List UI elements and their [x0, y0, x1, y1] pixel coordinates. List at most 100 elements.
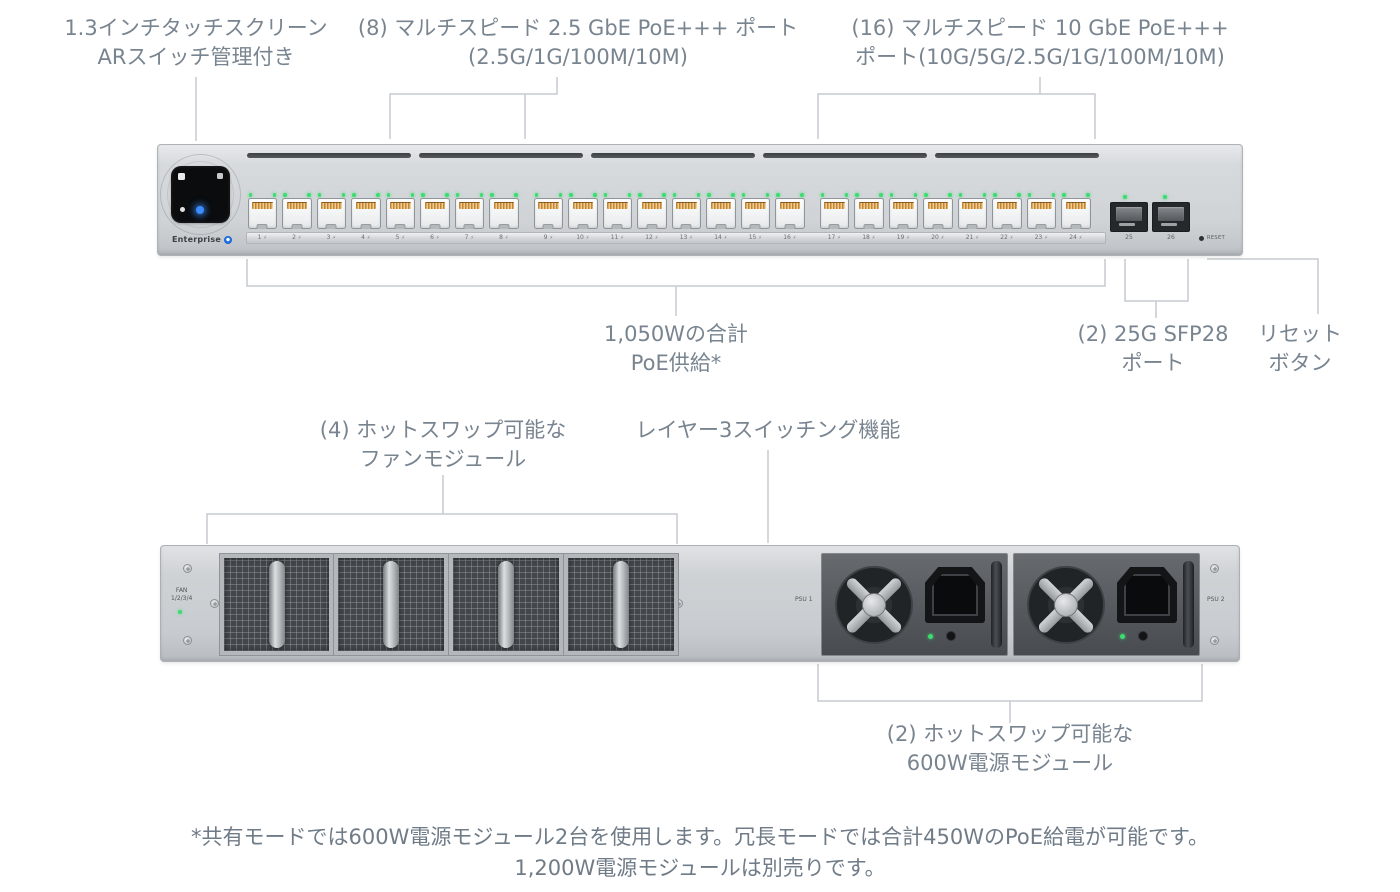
- rj45-jack: [385, 198, 415, 229]
- rj45-jack: [420, 198, 450, 229]
- label-16-ports-line1: (16) マルチスピード 10 GbE PoE+++: [851, 16, 1229, 40]
- rj45-contacts: [459, 201, 480, 209]
- label-touchscreen-line1: 1.3インチタッチスクリーン: [64, 16, 328, 40]
- screw-icon: [183, 636, 192, 645]
- port-led: [1062, 193, 1066, 197]
- port-led: [272, 193, 276, 197]
- rj45-clip-slot: [498, 224, 510, 229]
- rj45-jack: [533, 198, 563, 229]
- port-number-label: 8 ⚡: [499, 234, 509, 241]
- rj45-port-22: 22 ⚡: [991, 192, 1024, 242]
- rj45-port-10: 10 ⚡: [567, 192, 600, 242]
- port-link-leds: [922, 192, 955, 198]
- sfp28-block: 25 26: [1110, 194, 1190, 241]
- port-link-leds: [453, 192, 486, 198]
- port-link-leds: [350, 192, 383, 198]
- iec-inlet-socket: [932, 574, 978, 616]
- screen-status-led: [196, 206, 204, 214]
- fan-modules-row: [219, 553, 679, 656]
- poe-mark-icon: ⚡: [975, 235, 979, 241]
- rj45-contacts: [824, 201, 845, 209]
- rj45-contacts: [927, 201, 948, 209]
- rj45-clip-slot: [577, 224, 589, 229]
- sfp28-port-25: [1110, 202, 1148, 232]
- fan-status-led: [178, 610, 182, 614]
- port-led: [982, 193, 986, 197]
- fan-mesh-grille: [453, 558, 559, 651]
- rj45-port-19: 19 ⚡: [887, 192, 920, 242]
- sfp-led: [1163, 195, 1167, 199]
- port-led: [514, 193, 518, 197]
- sfp-number-26: 26: [1167, 234, 1175, 241]
- port-led: [948, 193, 952, 197]
- rj45-jack: [888, 198, 918, 229]
- poe-mark-icon: ⚡: [1078, 235, 1083, 241]
- touchscreen-display: [171, 166, 230, 223]
- rj45-clip-slot: [715, 224, 727, 229]
- rj45-port-14: 14 ⚡: [705, 192, 738, 242]
- psu-fan-icon: [1027, 566, 1105, 644]
- port-led: [593, 193, 597, 197]
- vent-slot: [419, 153, 583, 158]
- callout-line-sfp28: [1124, 259, 1189, 318]
- rj45-contacts: [996, 201, 1017, 209]
- rj45-port-2: 2 ⚡: [281, 192, 314, 242]
- label-touchscreen: 1.3インチタッチスクリーン ARスイッチ管理付き: [64, 14, 327, 72]
- port-led: [455, 193, 459, 197]
- label-reset-line1: リセット: [1258, 322, 1342, 346]
- port-link-leds: [670, 192, 703, 198]
- poe-mark-icon: ⚡: [620, 235, 624, 241]
- port-number-label: 13 ⚡: [679, 234, 693, 241]
- psu-module-2: [1013, 553, 1200, 656]
- sfp-led: [1123, 195, 1127, 199]
- label-16-ports-line2: ポート(10G/5G/2.5G/1G/100M/10M): [855, 45, 1225, 69]
- port-group-3: 17 ⚡18 ⚡19 ⚡20 ⚡21 ⚡22 ⚡23 ⚡24 ⚡: [818, 192, 1092, 242]
- rj45-clip-slot: [646, 224, 658, 229]
- port-led: [855, 193, 859, 197]
- rj45-port-17: 17 ⚡: [818, 192, 851, 242]
- port-led: [707, 193, 711, 197]
- port-led: [776, 193, 780, 197]
- rj45-jack: [247, 198, 277, 229]
- port-led: [1086, 193, 1090, 197]
- rj45-port-16: 16 ⚡: [774, 192, 807, 242]
- iec-power-inlet: [925, 567, 985, 623]
- label-reset-line2: ボタン: [1268, 351, 1332, 375]
- screen-bezel-ring-inner: [167, 161, 234, 228]
- label-8-multigig-ports: (8) マルチスピード 2.5 GbE PoE+++ ポート (2.5G/1G/…: [358, 14, 798, 72]
- callout-line-poe-budget: [246, 259, 1106, 316]
- rj45-jack: [819, 198, 849, 229]
- rj45-contacts: [641, 201, 662, 209]
- port-led: [627, 193, 631, 197]
- rj45-contacts: [355, 201, 376, 209]
- port-number-label: 23 ⚡: [1034, 234, 1048, 241]
- sfp-slot: [1158, 207, 1184, 221]
- top-vent-slots: [247, 153, 1099, 158]
- footnote-line1: *共有モードでは600W電源モジュール2台を使用します。冗長モードでは合計450…: [191, 825, 1209, 849]
- rj45-contacts: [962, 201, 983, 209]
- port-number-label: 16 ⚡: [783, 234, 797, 241]
- label-poe-budget-line1: 1,050Wの合計: [604, 322, 748, 346]
- sfp-number-25: 25: [1125, 234, 1133, 241]
- sfp-latch: [1161, 223, 1177, 226]
- reset-text: RESET: [1207, 235, 1226, 241]
- port-led: [386, 193, 390, 197]
- rj45-jack: [316, 198, 346, 229]
- screw-icon: [1210, 564, 1219, 573]
- callout-line-16ports: [817, 77, 1096, 139]
- ethernet-ports-row: 1 ⚡2 ⚡3 ⚡4 ⚡5 ⚡6 ⚡7 ⚡8 ⚡9 ⚡10 ⚡11 ⚡12 ⚡1…: [246, 192, 1092, 242]
- port-link-leds: [601, 192, 634, 198]
- port-link-leds: [532, 192, 565, 198]
- rj45-port-13: 13 ⚡: [670, 192, 703, 242]
- rj45-port-8: 8 ⚡: [488, 192, 521, 242]
- fan-bay-label: FAN 1/2/3/4: [171, 587, 192, 603]
- poe-mark-icon: ⚡: [470, 235, 474, 241]
- port-led: [307, 193, 311, 197]
- port-led: [924, 193, 928, 197]
- psu-pull-handle: [991, 561, 1002, 648]
- rj45-clip-slot: [1070, 224, 1082, 229]
- iec-power-inlet: [1117, 567, 1177, 623]
- rj45-port-1: 1 ⚡: [246, 192, 279, 242]
- port-led: [913, 193, 917, 197]
